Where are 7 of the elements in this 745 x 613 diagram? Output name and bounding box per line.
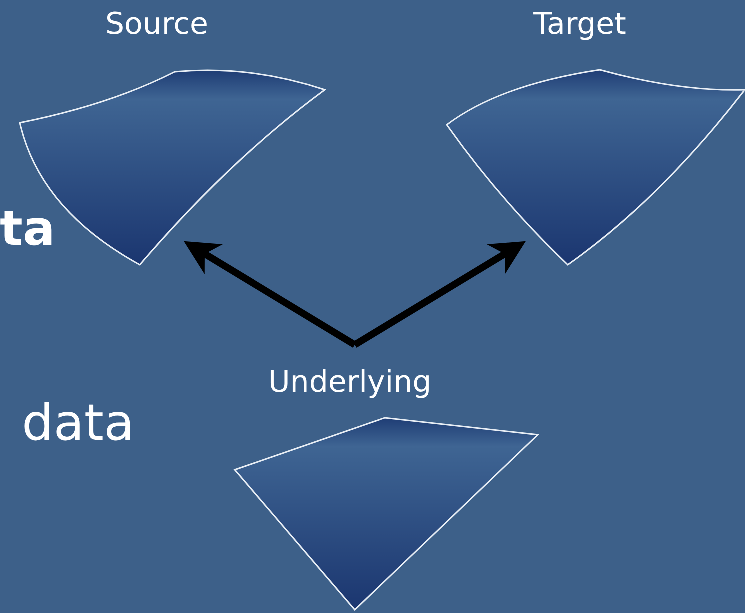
arrow [184, 241, 357, 348]
slide-text: ta [0, 205, 56, 253]
surface-label: Target [534, 10, 626, 40]
surface-label: Source [105, 10, 209, 40]
slide-text: data [22, 398, 135, 448]
surface-label: Underlying [268, 368, 432, 398]
arrow [353, 241, 526, 348]
